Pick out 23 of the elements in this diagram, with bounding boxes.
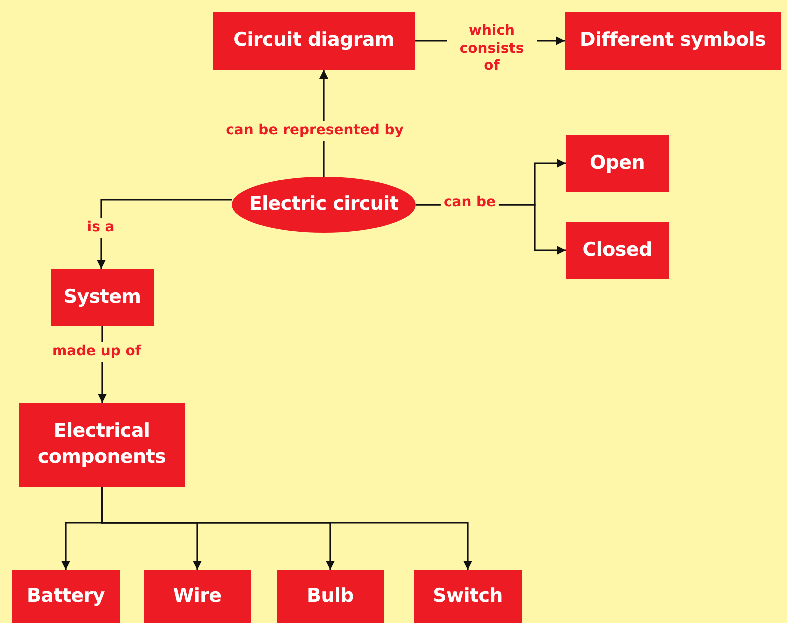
arrow <box>101 487 472 570</box>
concept-box <box>12 570 120 623</box>
node-label: Electric circuit <box>249 192 399 218</box>
concept-box <box>19 403 185 487</box>
concept-box <box>566 222 669 279</box>
node-label: Different symbols <box>580 28 766 54</box>
arrow <box>97 199 232 269</box>
concept-box <box>565 12 781 70</box>
node-label: Electrical components <box>36 419 168 470</box>
node-label: Switch <box>433 584 503 609</box>
node-label: Bulb <box>307 584 354 609</box>
node-label: Circuit diagram <box>234 28 394 54</box>
concept-box <box>414 570 522 623</box>
node-label: Battery <box>26 584 105 609</box>
node-label: System <box>64 284 142 310</box>
node-label: Open <box>590 150 645 176</box>
concept-box <box>144 570 251 623</box>
node-label: Closed <box>582 238 652 263</box>
concept-box <box>277 570 384 623</box>
concept-box <box>213 12 415 70</box>
node-label: Wire <box>173 584 222 609</box>
concept-box <box>566 135 669 192</box>
concept-box <box>51 269 154 326</box>
